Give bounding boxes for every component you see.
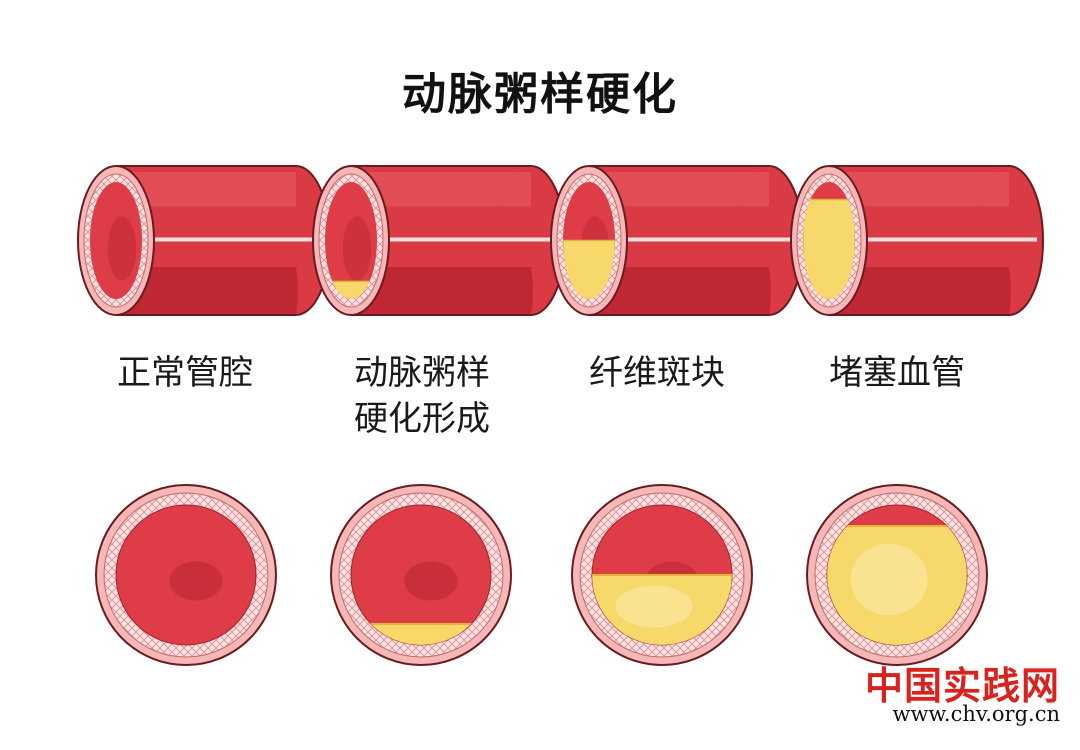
vessel-cross-section-2 — [571, 484, 753, 666]
cross-lumen-depth — [169, 561, 223, 601]
cross-lumen-depth — [404, 561, 458, 601]
cross-plaque-core — [615, 585, 693, 628]
watermark-url: www.chv.org.cn — [892, 702, 1060, 726]
cylinder-stripe — [589, 237, 797, 242]
cylinder-outline — [829, 165, 1044, 316]
lumen-depth — [342, 216, 372, 281]
lumen-depth — [107, 216, 137, 281]
cross-plaque — [827, 525, 967, 645]
vessel-cross-section-1 — [330, 484, 512, 666]
vessel-cross-section-0 — [95, 484, 277, 666]
stage-label-fibrous-plaque: 纤维斑块 — [589, 353, 725, 393]
vessel-cylinder-2 — [550, 165, 804, 316]
vessel-cross-section-3 — [806, 484, 988, 666]
cylinder-stripe — [116, 237, 324, 242]
cylinder-plaque — [803, 198, 855, 299]
stage-label-normal: 正常管腔 — [117, 353, 253, 393]
vessel-cylinder-1 — [312, 165, 566, 316]
page-title: 动脉粥样硬化 — [402, 69, 678, 120]
vessel-cylinder-3 — [790, 165, 1044, 316]
vessel-cylinder-0 — [77, 165, 331, 316]
stage-label-formation: 动脉粥样 硬化形成 — [354, 353, 490, 439]
cylinder-stripe — [829, 237, 1037, 242]
cylinder-stripe — [351, 237, 559, 242]
watermark-logo: 中国实践网 — [864, 663, 1060, 708]
cross-plaque-core — [850, 543, 928, 616]
stage-label-blocked: 堵塞血管 — [829, 353, 965, 393]
